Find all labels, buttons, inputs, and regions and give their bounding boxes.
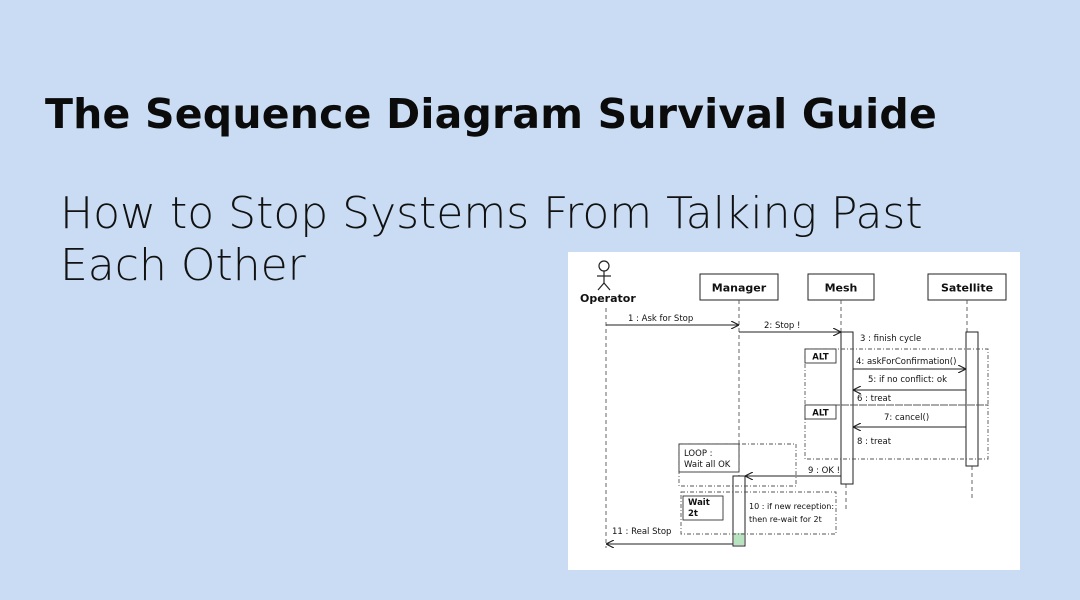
alt-fragment-2 bbox=[804, 404, 989, 460]
alt-fragment-2-tag bbox=[804, 404, 837, 420]
subtitle-line-2: Each Other bbox=[60, 240, 306, 291]
manager-box bbox=[699, 273, 779, 301]
loop-fragment-label-1: LOOP : bbox=[684, 449, 713, 459]
loop-fragment-label-2: Wait all OK bbox=[684, 460, 731, 470]
message-11-label: 11 : Real Stop bbox=[612, 527, 671, 537]
manager-activation-bar bbox=[732, 475, 746, 547]
message-2-label: 2: Stop ! bbox=[764, 321, 800, 331]
message-1-label: 1 : Ask for Stop bbox=[628, 314, 693, 324]
alt-fragment-1-label: ALT bbox=[812, 353, 829, 363]
message-7-label: 7: cancel() bbox=[884, 413, 929, 423]
alt-fragment-2-label: ALT bbox=[812, 409, 829, 419]
page-title: The Sequence Diagram Survival Guide bbox=[45, 90, 937, 138]
subtitle-line-1: How to Stop Systems From Talking Past bbox=[60, 188, 923, 239]
satellite-box bbox=[927, 273, 1007, 301]
message-9-label: 9 : OK ! bbox=[808, 466, 840, 476]
message-10-label-1: 10 : if new reception: bbox=[749, 502, 834, 511]
message-4-label: 4: askForConfirmation() bbox=[856, 357, 956, 367]
page-subtitle: How to Stop Systems From Talking Past Ea… bbox=[60, 188, 1000, 292]
message-6-label: 6 : treat bbox=[857, 394, 892, 404]
message-5-label: 5: if no conflict: ok bbox=[868, 375, 947, 385]
manager-label: Manager bbox=[712, 282, 767, 295]
loop-fragment-tag bbox=[678, 443, 740, 473]
wait-fragment bbox=[680, 491, 837, 535]
alt-fragment-1-tag bbox=[804, 348, 837, 364]
message-10-label-2: then re-wait for 2t bbox=[749, 515, 822, 524]
message-8-label: 8 : treat bbox=[857, 437, 892, 447]
operator-actor-icon bbox=[597, 260, 611, 291]
message-3-label: 3 : finish cycle bbox=[860, 334, 921, 344]
operator-label: Operator bbox=[580, 292, 636, 305]
manager-activation-bar-fill bbox=[734, 533, 744, 545]
satellite-label: Satellite bbox=[941, 282, 993, 295]
mesh-label: Mesh bbox=[825, 282, 858, 295]
wait-fragment-label-1: Wait bbox=[688, 498, 710, 508]
sequence-diagram: Operator Manager Mesh Satellite ALT ALT bbox=[580, 260, 1007, 548]
sequence-diagram-card: Operator Manager Mesh Satellite ALT ALT bbox=[568, 252, 1020, 570]
mesh-activation-bar bbox=[840, 331, 854, 485]
satellite-activation-bar bbox=[965, 331, 979, 467]
wait-fragment-label-2: 2t bbox=[688, 509, 698, 519]
wait-fragment-tag bbox=[682, 495, 724, 521]
